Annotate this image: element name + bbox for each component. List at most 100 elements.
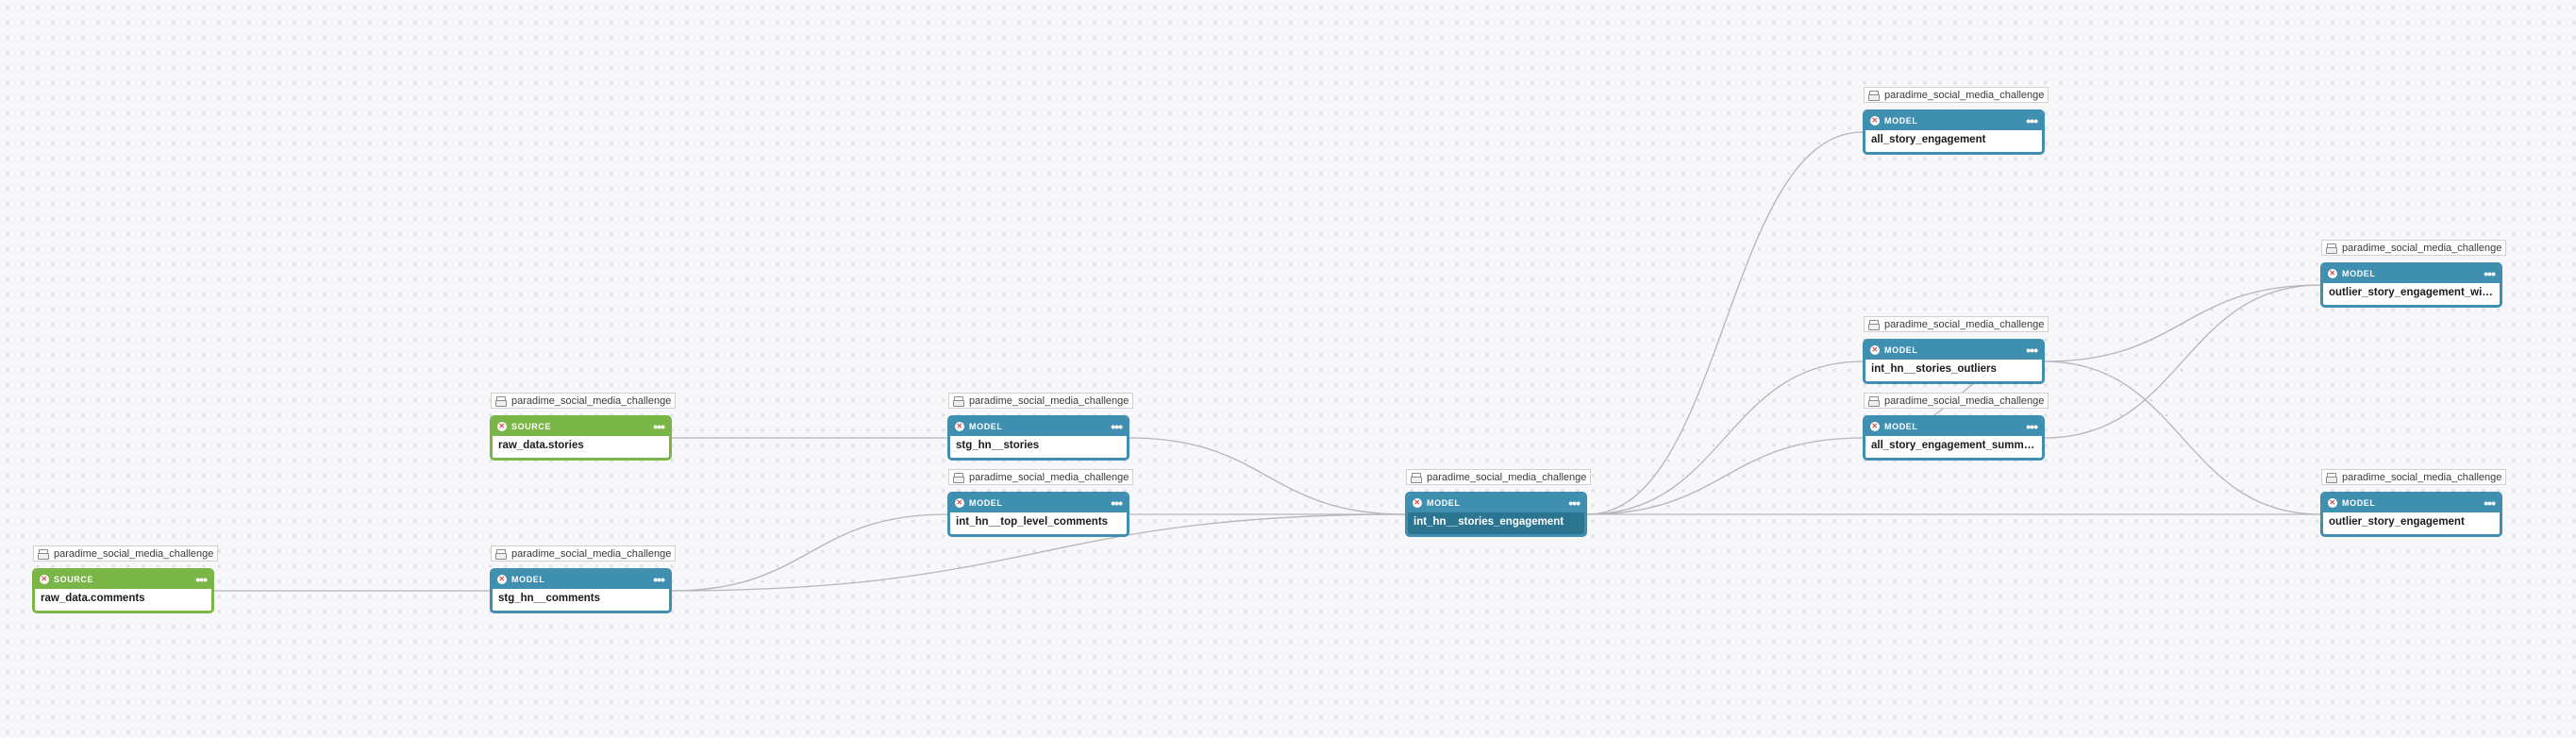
more-dots-icon[interactable]: •••: [2026, 419, 2038, 434]
error-x-icon: ✕: [2328, 269, 2337, 278]
node-name[interactable]: stg_hn__stories: [956, 439, 1040, 451]
project-name: paradime_social_media_challenge: [2342, 242, 2502, 254]
more-dots-icon[interactable]: •••: [195, 572, 208, 587]
node-card[interactable]: ✕MODEL••• outlier_story_engagement_wit...: [2320, 261, 2502, 308]
project-folder-icon: [495, 548, 507, 560]
project-tag: paradime_social_media_challenge: [2321, 240, 2507, 256]
node-type-label: MODEL: [969, 422, 1003, 431]
node-type-label: MODEL: [969, 498, 1003, 508]
project-tag: paradime_social_media_challenge: [491, 393, 677, 409]
error-x-icon: ✕: [2328, 498, 2337, 508]
project-folder-icon: [953, 472, 964, 483]
error-x-icon: ✕: [40, 575, 49, 584]
node-card-header: ✕ MODEL •••: [2323, 494, 2500, 512]
node-card[interactable]: ✕ MODEL ••• outlier_story_engagement: [2320, 491, 2502, 537]
project-name: paradime_social_media_challenge: [1884, 89, 2045, 101]
project-name: paradime_social_media_challenge: [511, 547, 672, 560]
lineage-node-outlier-story-engagement[interactable]: paradime_social_media_challenge ✕ MODEL •••…: [2320, 469, 2507, 537]
node-card[interactable]: ✕MODEL•••int_hn__top_level_comments: [947, 491, 1129, 537]
error-x-icon: ✕: [955, 422, 964, 431]
node-name[interactable]: outlier_story_engagement: [2329, 515, 2465, 528]
node-type-label: SOURCE: [54, 575, 94, 584]
node-card-header: ✕MODEL•••: [493, 570, 669, 589]
lineage-node-int-hn-stories-engagement[interactable]: paradime_social_media_challenge ✕MODEL•••…: [1405, 469, 1592, 537]
node-name[interactable]: all_story_engagement: [1871, 133, 1986, 145]
node-type-label: SOURCE: [511, 422, 552, 431]
project-folder-icon: [495, 395, 507, 407]
project-name: paradime_social_media_challenge: [1884, 318, 2045, 330]
project-tag: paradime_social_media_challenge: [1864, 393, 2049, 409]
lineage-node-all-story-engagement[interactable]: paradime_social_media_challenge✕MODEL•••…: [1863, 87, 2049, 155]
lineage-node-raw-data-stories[interactable]: paradime_social_media_challenge ✕ SOURCE ••…: [490, 393, 677, 461]
node-name[interactable]: outlier_story_engagement_wit...: [2329, 286, 2495, 298]
project-folder-icon: [38, 548, 49, 560]
more-dots-icon[interactable]: •••: [653, 419, 665, 434]
node-name[interactable]: raw_data.comments: [41, 592, 145, 604]
edge-stg-hn-stories-to-int-hn-stories-engagement: [1129, 437, 1406, 515]
node-type-label: MODEL: [1884, 345, 1918, 355]
project-name: paradime_social_media_challenge: [2342, 471, 2502, 483]
lineage-node-all-story-engagement-summary[interactable]: paradime_social_media_challenge ✕ MODEL •••…: [1863, 393, 2049, 461]
project-folder-icon: [1868, 90, 1880, 101]
project-folder-icon: [2326, 472, 2337, 483]
project-tag: paradime_social_media_challenge: [948, 393, 1134, 409]
more-dots-icon[interactable]: •••: [653, 572, 665, 587]
node-name[interactable]: raw_data.stories: [498, 439, 584, 451]
error-x-icon: ✕: [1870, 422, 1880, 431]
node-card-header: ✕ SOURCE •••: [493, 417, 669, 436]
error-x-icon: ✕: [497, 422, 507, 431]
more-dots-icon[interactable]: •••: [2026, 113, 2038, 128]
node-card[interactable]: ✕ SOURCE ••• raw_data.stories: [490, 414, 672, 461]
node-type-label: MODEL: [2342, 498, 2376, 508]
project-tag: paradime_social_media_challenge: [1406, 469, 1592, 485]
project-name: paradime_social_media_challenge: [969, 394, 1129, 407]
node-card-header: ✕MODEL•••: [2323, 264, 2500, 283]
lineage-node-int-hn-stories-outliers[interactable]: paradime_social_media_challenge ✕ MODEL •••…: [1863, 316, 2049, 384]
lineage-node-stg-hn-comments[interactable]: paradime_social_media_challenge ✕MODEL•••…: [490, 545, 677, 613]
project-folder-icon: [1868, 395, 1880, 407]
node-type-label: MODEL: [1884, 422, 1918, 431]
lineage-node-outlier-story-engagement-wit[interactable]: paradime_social_media_challenge ✕MODEL•••…: [2320, 240, 2507, 308]
project-name: paradime_social_media_challenge: [1884, 394, 2045, 407]
node-card[interactable]: ✕ MODEL ••• all_story_engagement_summar...: [1863, 414, 2045, 461]
project-tag: paradime_social_media_challenge: [33, 545, 219, 562]
node-name[interactable]: int_hn__stories_engagement: [1408, 512, 1584, 534]
node-card[interactable]: ✕ MODEL ••• stg_hn__stories: [947, 414, 1129, 461]
project-folder-icon: [2326, 243, 2337, 254]
node-card-header: ✕ SOURCE •••: [35, 570, 211, 589]
node-card-header: ✕ MODEL •••: [1865, 341, 2042, 360]
more-dots-icon[interactable]: •••: [1568, 495, 1581, 511]
node-card[interactable]: ✕MODEL•••int_hn__stories_engagement: [1405, 491, 1587, 537]
node-card[interactable]: ✕MODEL••• stg_hn__comments: [490, 567, 672, 613]
project-tag: paradime_social_media_challenge: [948, 469, 1134, 485]
more-dots-icon[interactable]: •••: [1111, 495, 1123, 511]
node-name[interactable]: int_hn__top_level_comments: [956, 515, 1109, 528]
project-folder-icon: [1868, 319, 1880, 330]
lineage-node-int-hn-top-level-comments[interactable]: paradime_social_media_challenge✕MODEL•••…: [947, 469, 1134, 537]
more-dots-icon[interactable]: •••: [2026, 343, 2038, 358]
node-card[interactable]: ✕MODEL•••all_story_engagement: [1863, 109, 2045, 155]
node-name[interactable]: all_story_engagement_summar...: [1871, 439, 2042, 451]
node-name[interactable]: stg_hn__comments: [498, 592, 601, 604]
edge-int-hn-stories-outliers-to-outlier-story-engagement-wit: [2044, 284, 2321, 362]
node-name[interactable]: int_hn__stories_outliers: [1871, 362, 1997, 375]
edge-int-hn-stories-engagement-to-all-story-engagement: [1586, 131, 1864, 515]
node-card-header: ✕MODEL•••: [950, 494, 1127, 512]
node-card[interactable]: ✕ SOURCE ••• raw_data.comments: [32, 567, 214, 613]
more-dots-icon[interactable]: •••: [1111, 419, 1123, 434]
error-x-icon: ✕: [1413, 498, 1422, 508]
node-card-header: ✕MODEL•••: [1865, 111, 2042, 130]
edge-int-hn-stories-outliers-to-outlier-story-engagement: [2044, 361, 2321, 515]
more-dots-icon[interactable]: •••: [2484, 266, 2496, 281]
more-dots-icon[interactable]: •••: [2484, 495, 2496, 511]
project-folder-icon: [1411, 472, 1422, 483]
node-type-label: MODEL: [1884, 116, 1918, 126]
lineage-node-stg-hn-stories[interactable]: paradime_social_media_challenge ✕ MODEL •••…: [947, 393, 1134, 461]
lineage-node-raw-data-comments[interactable]: paradime_social_media_challenge ✕ SOURCE ••…: [32, 545, 219, 613]
project-name: paradime_social_media_challenge: [511, 394, 672, 407]
edge-stg-hn-comments-to-int-hn-top-level-comments: [671, 513, 948, 592]
error-x-icon: ✕: [1870, 345, 1880, 355]
node-card[interactable]: ✕ MODEL ••• int_hn__stories_outliers: [1863, 338, 2045, 384]
node-card-header: ✕ MODEL •••: [950, 417, 1127, 436]
